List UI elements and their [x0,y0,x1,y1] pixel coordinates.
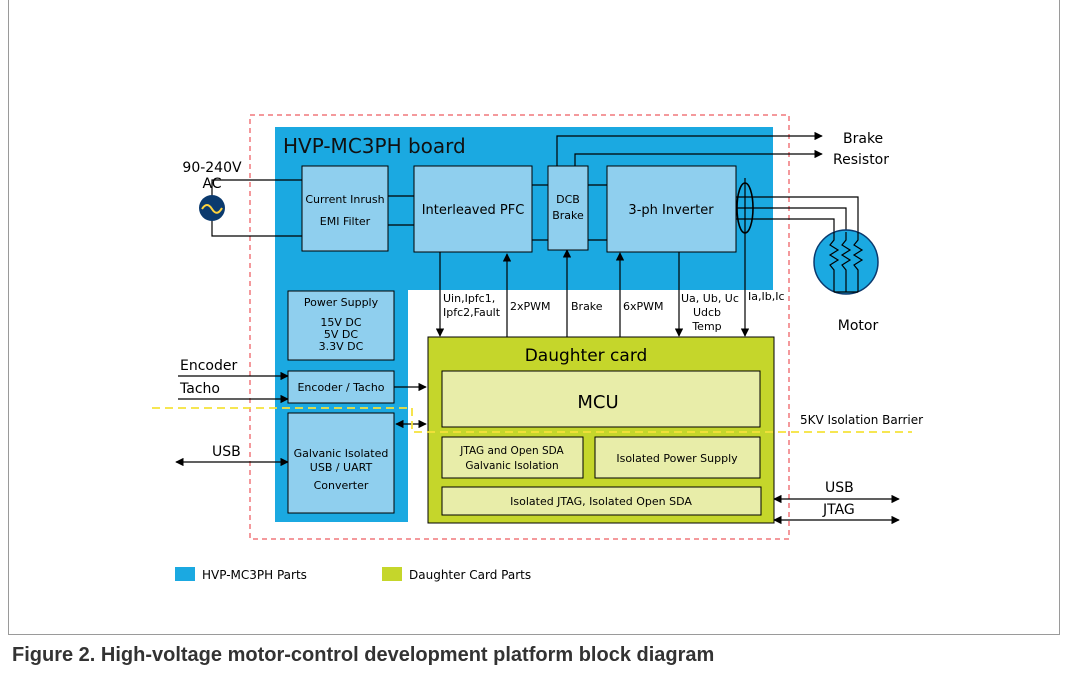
inverter-block: 3-ph Inverter [606,165,737,253]
encoder-label: Encoder [180,358,237,374]
svg-text:JTAG and Open SDA: JTAG and Open SDA [459,445,564,457]
svg-text:15V DC: 15V DC [320,316,361,329]
ac-label: AC [202,176,221,192]
isolation-barrier [152,407,912,433]
figure-frame [8,0,1060,635]
svg-text:3-ph Inverter: 3-ph Inverter [628,203,714,218]
sig-iabc-label: Ia,Ib,Ic [748,290,785,303]
ac-wire-bottom [211,220,302,237]
svg-text:USB / UART: USB / UART [310,461,373,474]
svg-text:Current Inrush: Current Inrush [305,193,384,206]
svg-text:Power Supply: Power Supply [304,296,379,309]
tacho-label: Tacho [179,381,220,397]
legend-daughter-swatch [382,567,402,581]
svg-text:5V DC: 5V DC [324,328,358,341]
mcu-block [441,370,761,428]
ac-source-icon [199,195,225,221]
sig-6xpwm-label: 6xPWM [623,300,664,313]
inrush-emi-block: Current Inrush EMI Filter [301,165,389,252]
isolated-power-block [594,436,761,479]
usb-left-label: USB [212,444,241,460]
brake-line-2 [574,149,823,166]
current-sensor-icon [736,182,754,234]
block-diagram: HVP-MC3PH board [152,114,923,582]
legend-hvp-swatch [175,567,195,581]
svg-text:DCB: DCB [556,193,580,206]
power-supply-block: Power Supply 15V DC 5V DC 3.3V DC [287,290,395,361]
svg-text:Brake: Brake [552,209,584,222]
sig-2xpwm-label: 2xPWM [510,300,551,313]
svg-text:MCU: MCU [577,392,618,413]
motor-icon [813,229,879,295]
svg-text:Converter: Converter [314,479,369,492]
motor-phase-c [736,218,835,232]
jtag-isolation-block [441,436,584,479]
dcb-brake-block: DCB Brake [547,165,589,251]
legend-daughter-label: Daughter Card Parts [409,568,531,582]
ac-wire-top [211,179,302,196]
sig-temp-label: Temp [691,320,721,333]
svg-text:3.3V DC: 3.3V DC [319,340,364,353]
svg-text:Isolated JTAG, Isolated Open S: Isolated JTAG, Isolated Open SDA [510,495,692,508]
daughter-card: Daughter card MCU JTAG and Open SDA Galv… [427,336,775,524]
encoder-tacho-block: Encoder / Tacho [287,370,395,404]
isolated-jtag-block [441,486,762,516]
motor-label: Motor [838,318,879,334]
platform-outline [249,114,790,540]
svg-text:Galvanic Isolation: Galvanic Isolation [465,460,558,472]
brake-line-1 [556,131,823,166]
motor-phase-b [736,207,847,232]
sig-udcb-label: Udcb [693,306,721,319]
brake-resistor-label-2: Resistor [833,152,889,168]
sig-brake-label: Brake [571,300,603,313]
sig-uabc-label: Ua, Ub, Uc [681,292,739,305]
galvanic-usb-uart-block: Galvanic Isolated USB / UART Converter [287,412,395,514]
motor-phase-a [736,196,859,232]
svg-text:EMI Filter: EMI Filter [320,215,371,228]
legend-hvp-label: HVP-MC3PH Parts [202,568,307,582]
sig-uin-label-2: Ipfc2,Fault [443,306,501,319]
daughter-card-title: Daughter card [525,346,648,366]
ac-voltage-label: 90-240V [182,160,242,176]
svg-text:Galvanic Isolated: Galvanic Isolated [294,447,389,460]
isolation-label: 5KV Isolation Barrier [800,413,923,427]
svg-text:Interleaved PFC: Interleaved PFC [422,203,525,218]
jtag-right-label: JTAG [822,502,855,518]
svg-text:Isolated Power Supply: Isolated Power Supply [616,452,738,465]
pfc-block: Interleaved PFC [413,165,533,253]
board-title: HVP-MC3PH board [283,134,466,158]
svg-text:Encoder / Tacho: Encoder / Tacho [297,381,384,394]
sig-uin-label: Uin,Ipfc1, [443,292,495,305]
usb-right-label: USB [825,480,854,496]
figure-caption: Figure 2. High-voltage motor-control dev… [12,644,715,666]
brake-resistor-label: Brake [843,131,883,147]
